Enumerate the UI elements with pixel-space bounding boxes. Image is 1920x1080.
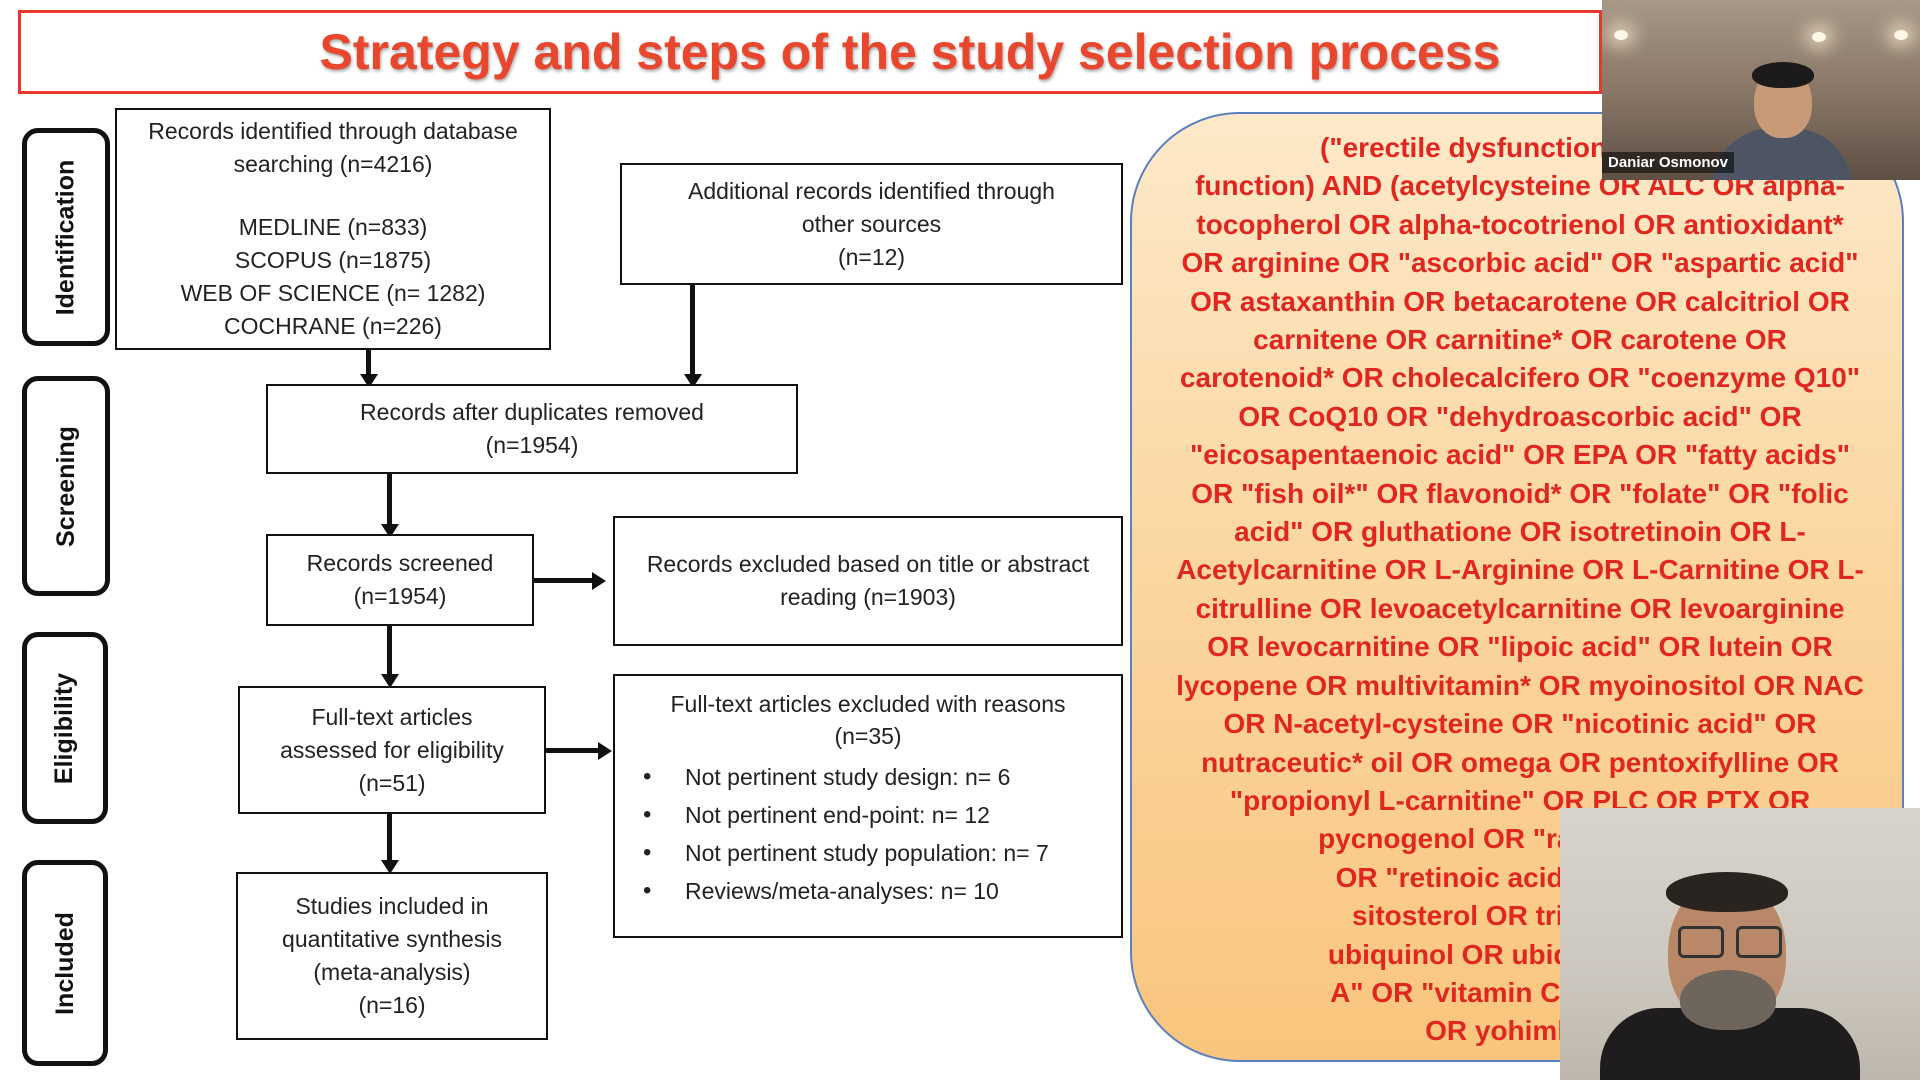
slide-title-frame: Strategy and steps of the study selectio… (18, 10, 1602, 94)
box-text: Full-text articles (311, 703, 473, 730)
connector-line (387, 814, 392, 864)
connector-line (387, 626, 392, 678)
slide-title: Strategy and steps of the study selectio… (319, 24, 1501, 80)
box-text: Studies included in (295, 893, 489, 919)
arrow-right (592, 572, 606, 590)
box-text: (n=51) (358, 769, 426, 796)
box-text: reading (n=1903) (780, 584, 956, 610)
connector-line (366, 350, 371, 378)
box-text: other sources (801, 210, 942, 237)
query-line: acid" OR gluthatione OR isotretinoin OR … (1234, 516, 1806, 548)
query-line: OR astaxanthin OR betacarotene OR calcit… (1190, 285, 1850, 317)
list-item: Not pertinent study design: n= 6 (615, 758, 1121, 796)
connector-line (534, 578, 592, 583)
box-duplicates-removed: Records after duplicates removed (n=1954… (266, 384, 798, 474)
participant-figure (1680, 970, 1776, 1030)
query-line: carnitene OR carnitine* OR carotene OR (1253, 324, 1787, 356)
box-text: (n=1954) (353, 583, 447, 609)
box-text: (n=35) (834, 723, 902, 749)
query-line: OR "fish oil*" OR flavonoid* OR "folate"… (1191, 477, 1849, 509)
box-text: Records identified through database (148, 118, 518, 144)
source-medline: MEDLINE (n=833) (238, 214, 428, 240)
query-line: OR levocarnitine OR "lipoic acid" OR lut… (1207, 631, 1833, 663)
box-text: (n=12) (837, 243, 906, 270)
box-text: (meta-analysis) (313, 959, 471, 985)
glasses (1736, 926, 1782, 958)
phase-eligibility: Eligibility (22, 632, 108, 824)
box-fulltext-excluded: Full-text articles excluded with reasons… (613, 674, 1123, 938)
box-text: assessed for eligibility (280, 736, 504, 763)
search-query-panel: ("erectile dysfunction" OR ere function)… (1130, 112, 1904, 1062)
source-web-of-science: WEB OF SCIENCE (n= 1282) (180, 280, 486, 306)
list-item: Reviews/meta-analyses: n= 10 (615, 872, 1121, 910)
query-line: citrulline OR levoacetylcarnitine OR lev… (1195, 592, 1845, 624)
box-studies-included: Studies included in quantitative synthes… (236, 872, 548, 1040)
participant-figure (1752, 62, 1814, 88)
phase-label: Eligibility (50, 672, 79, 784)
box-text: searching (n=4216) (233, 151, 433, 177)
source-scopus: SCOPUS (n=1875) (234, 247, 432, 273)
box-text: Additional records identified through (688, 177, 1055, 204)
search-query-text: ("erectile dysfunction" OR ere function)… (1170, 129, 1870, 1051)
video-tile-participant-1[interactable]: Daniar Osmonov (1602, 0, 1920, 180)
box-excluded-title-abstract: Records excluded based on title or abstr… (613, 516, 1123, 646)
video-tile-participant-2[interactable] (1560, 808, 1920, 1080)
participant-name-tag: Daniar Osmonov (1602, 152, 1735, 173)
query-line: tocopherol OR alpha-tocotrienol OR antio… (1196, 208, 1844, 240)
arrow-down (381, 860, 399, 874)
box-text: quantitative synthesis (282, 926, 502, 952)
phase-label: Included (50, 911, 79, 1015)
query-line: OR arginine OR "ascorbic acid" OR "aspar… (1181, 247, 1859, 279)
lamp-light (1812, 32, 1826, 42)
box-text: (n=16) (358, 992, 426, 1018)
box-text: Records screened (306, 550, 494, 576)
phase-label: Screening (51, 425, 80, 547)
glasses (1678, 926, 1724, 958)
box-database-search: Records identified through database sear… (115, 108, 551, 350)
list-item: Not pertinent end-point: n= 12 (615, 796, 1121, 834)
query-line: Acetylcarnitine OR L-Arginine OR L-Carni… (1176, 554, 1864, 586)
query-line: OR CoQ10 OR "dehydroascorbic acid" OR (1238, 400, 1802, 432)
query-line: carotenoid* OR cholecalcifero OR "coenzy… (1179, 362, 1861, 394)
phase-screening: Screening (22, 376, 110, 596)
query-line: "eicosapentaenoic acid" OR EPA OR "fatty… (1190, 439, 1850, 471)
exclusion-reasons-list: Not pertinent study design: n= 6 Not per… (615, 758, 1121, 910)
box-other-sources: Additional records identified through ot… (620, 163, 1123, 285)
lamp-light (1614, 30, 1628, 40)
arrow-right (598, 742, 612, 760)
source-cochrane: COCHRANE (n=226) (224, 313, 442, 339)
list-item: Not pertinent study population: n= 7 (615, 834, 1121, 872)
arrow-down (381, 674, 399, 688)
box-text: Records excluded based on title or abstr… (646, 551, 1090, 577)
query-line: lycopene OR multivitamin* OR myoinositol… (1176, 669, 1864, 701)
box-fulltext-assessed: Full-text articles assessed for eligibil… (238, 686, 546, 814)
box-text: Full-text articles excluded with reasons (670, 691, 1066, 717)
participant-figure (1666, 872, 1788, 912)
phase-included: Included (22, 860, 108, 1066)
phase-label: Identification (51, 159, 80, 315)
box-records-screened: Records screened (n=1954) (266, 534, 534, 626)
lamp-light (1894, 30, 1908, 40)
box-text: (n=1954) (485, 432, 579, 458)
query-line: OR N-acetyl-cysteine OR "nicotinic acid"… (1223, 708, 1817, 740)
phase-identification: Identification (22, 128, 110, 346)
query-line: nutraceutic* oil OR omega OR pentoxifyll… (1201, 746, 1839, 778)
connector-line (690, 285, 695, 378)
box-text: Records after duplicates removed (360, 399, 704, 425)
connector-line (546, 748, 598, 753)
connector-line (387, 474, 392, 528)
